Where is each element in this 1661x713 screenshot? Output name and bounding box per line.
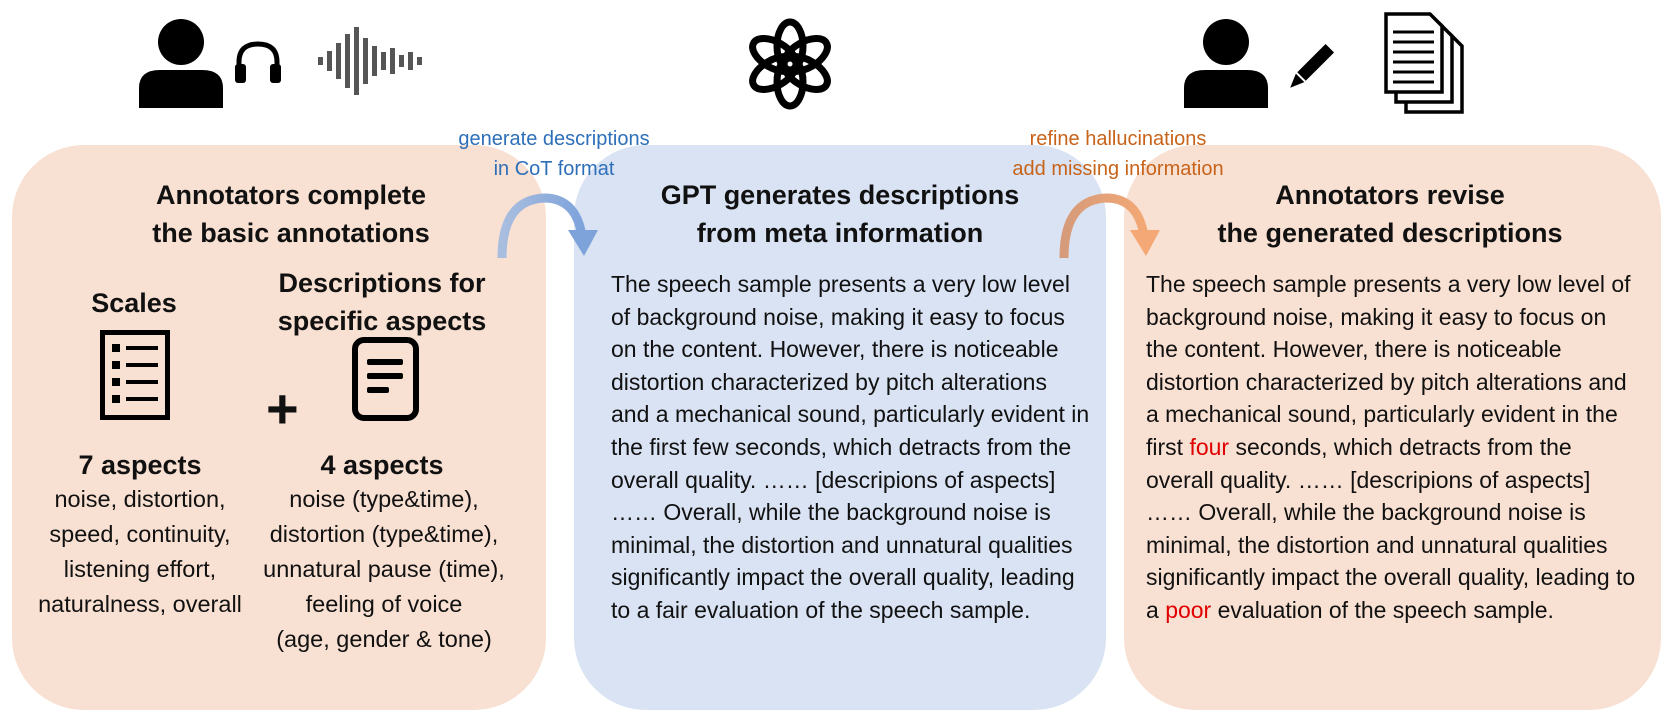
scales-aspect-item: listening effort, bbox=[63, 556, 217, 582]
stage2-title: GPT generates descriptions from meta inf… bbox=[574, 176, 1106, 252]
revised-text-part: evaluation of the speech sample. bbox=[1211, 596, 1554, 623]
revision-highlight: poor bbox=[1165, 596, 1212, 623]
descriptions-aspect-item: unnatural pause (time), bbox=[263, 556, 505, 582]
curved-arrow-refine bbox=[1059, 193, 1160, 259]
person-listener-icon bbox=[139, 19, 223, 108]
stage2-title-line: GPT generates descriptions bbox=[660, 180, 1020, 210]
descriptions-heading-line: specific aspects bbox=[277, 306, 487, 336]
descriptions-aspect-list: noise (type&time), distortion (type&time… bbox=[250, 482, 518, 657]
descriptions-aspect-item: feeling of voice bbox=[305, 591, 463, 617]
arrow1-label-line: in CoT format bbox=[493, 158, 615, 180]
person-annotator-icon bbox=[1184, 19, 1268, 108]
arrow2-label-line: refine hallucinations bbox=[1029, 128, 1207, 150]
descriptions-count: 4 aspects bbox=[320, 450, 444, 480]
revision-highlight: four bbox=[1189, 433, 1230, 460]
stage1-title-line: Annotators complete bbox=[155, 180, 427, 210]
checklist-icon bbox=[100, 330, 170, 420]
arrow2-label: refine hallucinations add missing inform… bbox=[968, 124, 1268, 184]
scales-aspect-item: naturalness, overall bbox=[38, 591, 242, 617]
descriptions-aspect-item: (age, gender & tone) bbox=[276, 626, 492, 652]
stage3-title: Annotators revise the generated descript… bbox=[1140, 176, 1640, 252]
revised-description: The speech sample presents a very low le… bbox=[1146, 268, 1636, 627]
curved-arrow-generate bbox=[497, 193, 598, 259]
scales-aspect-list: noise, distortion, speed, continuity, li… bbox=[26, 482, 254, 622]
revised-text-part: seconds, which detracts from the overall… bbox=[1146, 433, 1636, 623]
stage3-title-line: Annotators revise bbox=[1275, 180, 1505, 210]
arrow1-label-line: generate descriptions bbox=[458, 128, 650, 150]
revised-text-part: The speech sample presents a very low le… bbox=[1146, 271, 1631, 460]
sound-wave-icon bbox=[318, 27, 422, 95]
stage3-title-line: the generated descriptions bbox=[1217, 218, 1563, 248]
stage-gpt-generation-panel bbox=[574, 145, 1106, 710]
arrow2-label-line: add missing information bbox=[1012, 158, 1224, 180]
document-icon bbox=[352, 337, 419, 421]
descriptions-aspect-item: noise (type&time), bbox=[289, 486, 479, 512]
descriptions-heading-line: Descriptions for bbox=[278, 268, 486, 298]
openai-logo-icon bbox=[749, 18, 831, 110]
scales-count: 7 aspects bbox=[78, 450, 202, 480]
plus-sign: + bbox=[266, 377, 299, 440]
scales-aspect-item: noise, distortion, bbox=[54, 486, 226, 512]
scales-aspect-item: speed, continuity, bbox=[49, 521, 231, 547]
pencil-icon bbox=[1290, 43, 1335, 88]
stage-basic-annotation-panel bbox=[12, 145, 546, 710]
headphones-icon bbox=[235, 41, 281, 83]
scales-heading: Scales bbox=[91, 288, 177, 318]
stage2-title-line: from meta information bbox=[696, 218, 984, 248]
documents-icon bbox=[1384, 12, 1464, 114]
arrow1-label: generate descriptions in CoT format bbox=[404, 124, 704, 184]
stage-revision-panel bbox=[1124, 145, 1661, 710]
descriptions-aspect-item: distortion (type&time), bbox=[269, 521, 499, 547]
gpt-generated-description: The speech sample presents a very low le… bbox=[611, 271, 1090, 623]
stage1-title: Annotators complete the basic annotation… bbox=[76, 176, 506, 252]
descriptions-heading: Descriptions for specific aspects bbox=[262, 264, 502, 340]
stage1-title-line: the basic annotations bbox=[152, 218, 430, 248]
